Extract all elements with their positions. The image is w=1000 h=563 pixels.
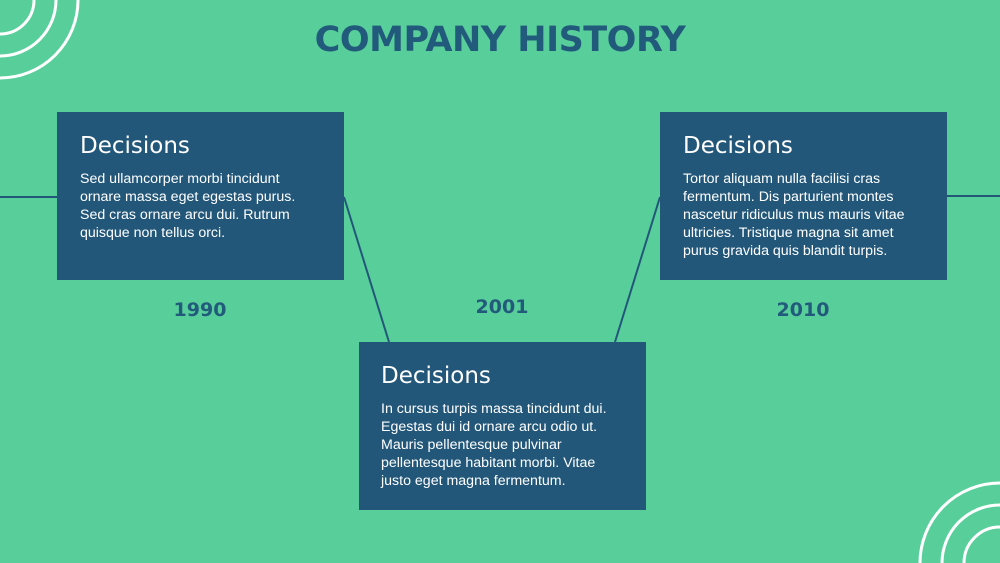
milestone-card-2001: Decisions In cursus turpis massa tincidu… bbox=[359, 342, 646, 510]
page-title: COMPANY HISTORY bbox=[314, 20, 686, 60]
milestone-description: Sed ullamcorper morbi tincidunt ornare m… bbox=[80, 171, 296, 241]
timeline-connector bbox=[0, 195, 1000, 343]
corner-arcs-bottom-right bbox=[918, 481, 1000, 563]
milestone-heading: Decisions bbox=[683, 133, 793, 159]
milestone-card-2010: Decisions Tortor aliquam nulla facilisi … bbox=[660, 112, 947, 280]
milestone-year-label: 1990 bbox=[173, 299, 227, 321]
timeline-line-to-center bbox=[343, 196, 390, 343]
milestone-description: In cursus turpis massa tincidunt dui. Eg… bbox=[381, 401, 607, 489]
milestone-year-label: 2010 bbox=[776, 299, 830, 321]
milestone-heading: Decisions bbox=[381, 363, 491, 389]
milestone-card-1990: Decisions Sed ullamcorper morbi tincidun… bbox=[57, 112, 344, 280]
milestone-description: Tortor aliquam nulla facilisi cras ferme… bbox=[683, 171, 905, 259]
milestone-heading: Decisions bbox=[80, 133, 190, 159]
timeline-line-from-center bbox=[614, 196, 661, 343]
milestone-year-label: 2001 bbox=[475, 296, 529, 318]
corner-arcs-top-left bbox=[0, 0, 80, 80]
